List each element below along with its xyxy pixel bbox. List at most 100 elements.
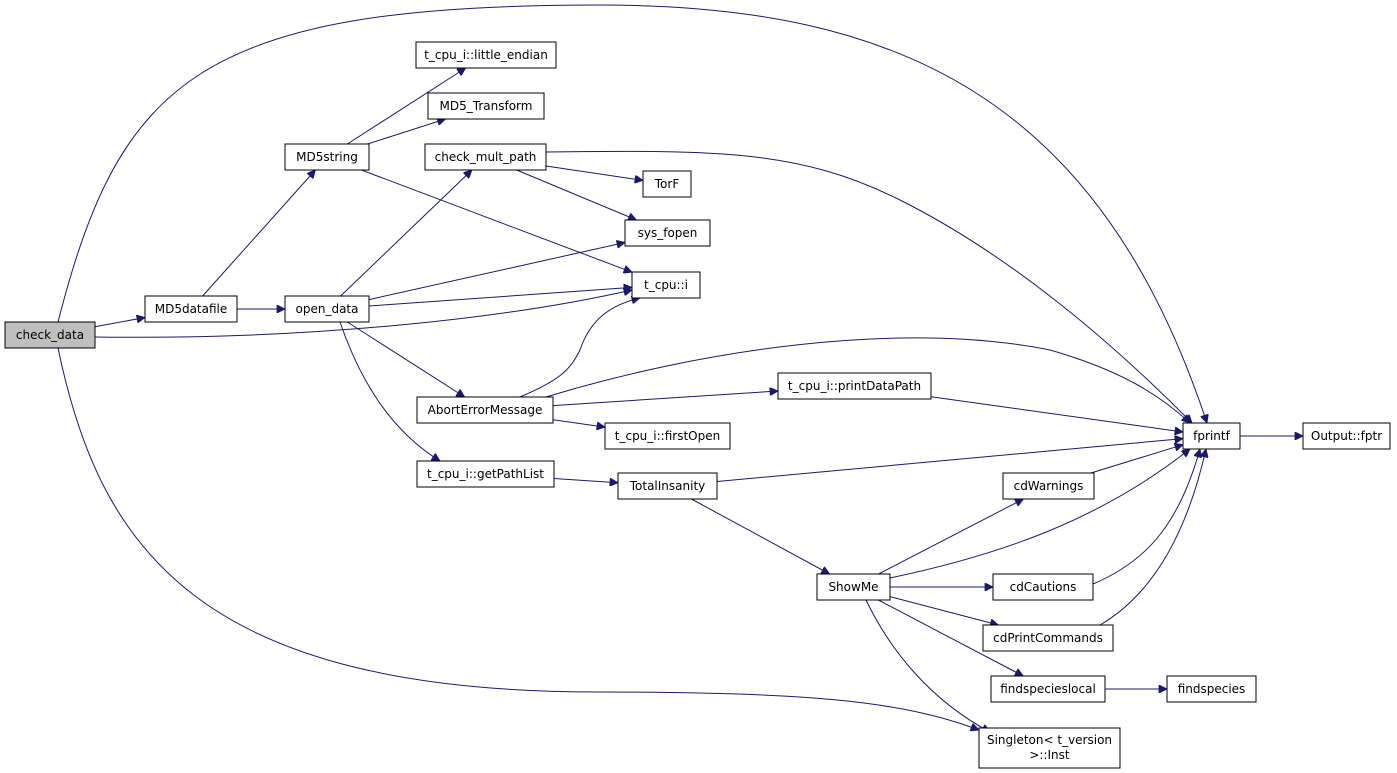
node-box [1302,422,1391,450]
node-label: cdPrintCommands [993,631,1103,645]
edge-AbortErrorMessage-to-printDataPath [552,391,778,407]
node-label: Singleton< t_version [987,733,1112,747]
node-label: t_cpu_i::getPathList [427,467,544,481]
node-box [144,295,238,323]
edge-check_mult_path-to-fprintf [545,150,1192,423]
node-box [631,271,701,299]
node-fprintf[interactable]: fprintf [1182,422,1241,450]
node-box [4,321,96,349]
edge-check_mult_path-to-TorF [545,165,643,180]
edge-check_mult_path-to-sys_fopen [516,169,637,220]
node-little_endian[interactable]: t_cpu_i::little_endian [415,41,557,69]
node-label: cdWarnings [1014,479,1084,493]
node-box [604,422,731,450]
node-box [416,460,555,488]
edge-AbortErrorMessage-to-fprintf [545,337,1190,423]
edge-ShowMe-to-cdPrintCommands [889,596,998,625]
edge-cdCautions-to-fprintf [1092,449,1200,585]
node-check_mult_path[interactable]: check_mult_path [424,143,547,171]
node-t_cpu_i[interactable]: t_cpu::i [631,271,701,299]
edge-TotalInsanity-to-ShowMe [691,498,829,575]
node-label: findspecies [1178,682,1246,696]
edge-cdPrintCommands-to-fprintf [1099,449,1206,626]
node-TotalInsanity[interactable]: TotalInsanity [617,472,718,500]
node-box [777,372,932,400]
edge-ShowMe-to-Singleton [865,599,990,733]
node-label: cdCautions [1010,580,1077,594]
node-label: MD5_Transform [440,99,533,113]
node-label: check_data [16,328,84,342]
node-label: Output::fptr [1311,429,1382,443]
edge-open_data-to-check_mult_path [340,170,472,297]
node-box [424,143,547,171]
node-MD5datafile[interactable]: MD5datafile [144,295,238,323]
node-getPathList[interactable]: t_cpu_i::getPathList [416,460,555,488]
node-box [624,219,711,247]
node-label: t_cpu::i [644,278,688,292]
node-cdCautions[interactable]: cdCautions [992,573,1094,601]
node-label: TorF [654,177,680,191]
edge-check_data-to-fprintf [57,4,1207,423]
node-box [990,675,1106,703]
node-label: sys_fopen [638,226,698,240]
edge-open_data-to-getPathList [339,321,440,461]
node-box [642,170,692,198]
node-box [978,727,1121,769]
edge-MD5datafile-to-MD5string [202,170,316,297]
node-ShowMe[interactable]: ShowMe [816,573,891,601]
node-label: open_data [296,302,359,316]
edge-MD5string-to-MD5_Transform [367,119,446,145]
edge-cdWarnings-to-fprintf [1090,445,1183,474]
node-box [1002,472,1095,500]
node-findspecieslocal[interactable]: findspecieslocal [990,675,1106,703]
node-label: t_cpu_i::printDataPath [788,379,921,393]
node-MD5string[interactable]: MD5string [284,143,370,171]
edge-TotalInsanity-to-fprintf [716,439,1183,482]
edge-check_data-to-Singleton [57,347,979,730]
node-label: MD5datafile [155,302,228,316]
node-box [617,472,718,500]
node-cdPrintCommands[interactable]: cdPrintCommands [982,624,1114,652]
node-label: AbortErrorMessage [428,403,543,417]
node-fptr[interactable]: Output::fptr [1302,422,1391,450]
node-box [416,396,554,424]
edge-check_data-to-MD5datafile [94,318,145,328]
node-label: TotalInsanity [629,479,706,493]
node-open_data[interactable]: open_data [284,295,370,323]
node-label: MD5string [296,150,358,164]
node-AbortErrorMessage[interactable]: AbortErrorMessage [416,396,554,424]
edge-layer [57,4,1303,733]
edge-open_data-to-t_cpu_i [368,287,632,307]
node-layer: check_dataMD5datafileMD5stringopen_datat… [4,41,1391,769]
node-label: findspecieslocal [1000,682,1096,696]
node-TorF[interactable]: TorF [642,170,692,198]
node-cdWarnings[interactable]: cdWarnings [1002,472,1095,500]
node-box [816,573,891,601]
node-sys_fopen[interactable]: sys_fopen [624,219,711,247]
node-check_data[interactable]: check_data [4,321,96,349]
node-label: check_mult_path [435,150,537,164]
node-box [427,92,545,120]
node-box [415,41,557,69]
node-firstOpen[interactable]: t_cpu_i::firstOpen [604,422,731,450]
node-box [1166,675,1257,703]
node-printDataPath[interactable]: t_cpu_i::printDataPath [777,372,932,400]
edge-MD5string-to-little_endian [347,68,465,145]
node-label: t_cpu_i::firstOpen [615,429,720,443]
node-box [992,573,1094,601]
node-label-line2: >::Inst [1029,748,1070,762]
node-MD5_Transform[interactable]: MD5_Transform [427,92,545,120]
edge-check_data-to-t_cpu_i [94,290,632,338]
edge-printDataPath-to-fprintf [930,396,1183,432]
node-box [284,295,370,323]
node-label: ShowMe [828,580,878,594]
edge-AbortErrorMessage-to-t_cpu_i [519,298,640,398]
edge-open_data-to-sys_fopen [368,243,625,301]
node-Singleton[interactable]: Singleton< t_version>::Inst [978,727,1121,769]
edge-ShowMe-to-fprintf [889,449,1190,579]
node-findspecies[interactable]: findspecies [1166,675,1257,703]
edge-MD5string-to-t_cpu_i [361,169,632,272]
edge-AbortErrorMessage-to-firstOpen [552,419,605,427]
edge-ShowMe-to-cdWarnings [878,498,1024,575]
